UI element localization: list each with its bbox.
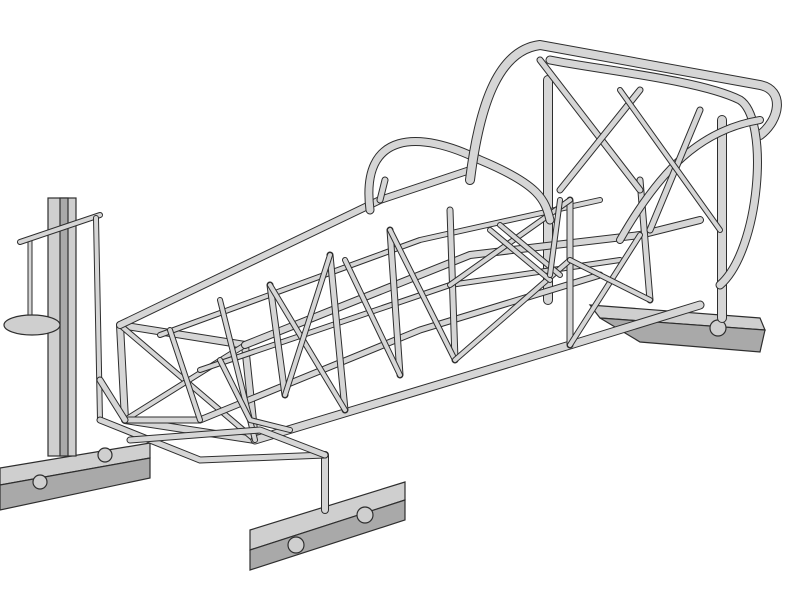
- tube-curved: [377, 177, 388, 203]
- tube: [548, 198, 562, 277]
- tube: [268, 283, 347, 412]
- tube-curved: [466, 41, 781, 184]
- tube: [388, 228, 457, 362]
- tube: [283, 253, 332, 397]
- tube: [267, 282, 288, 398]
- tube: [122, 272, 603, 423]
- tube: [97, 417, 328, 463]
- tube: [343, 258, 402, 377]
- front-jig-stand: [249, 451, 406, 571]
- tube: [387, 227, 403, 378]
- tube: [568, 258, 652, 302]
- tube: [327, 252, 348, 413]
- chassis-frame: [96, 40, 782, 464]
- tube: [168, 328, 202, 422]
- tube: [97, 377, 128, 423]
- tube: [618, 88, 722, 232]
- left-jig-stand: [0, 197, 151, 511]
- tube: [158, 198, 602, 337]
- tube: [488, 228, 552, 282]
- tube-curved: [365, 138, 554, 224]
- tube: [537, 57, 643, 193]
- tube: [218, 358, 292, 432]
- tube: [127, 427, 328, 458]
- tube-curved: [546, 56, 761, 289]
- tube: [568, 233, 642, 347]
- tube: [557, 87, 643, 193]
- tube: [117, 167, 473, 328]
